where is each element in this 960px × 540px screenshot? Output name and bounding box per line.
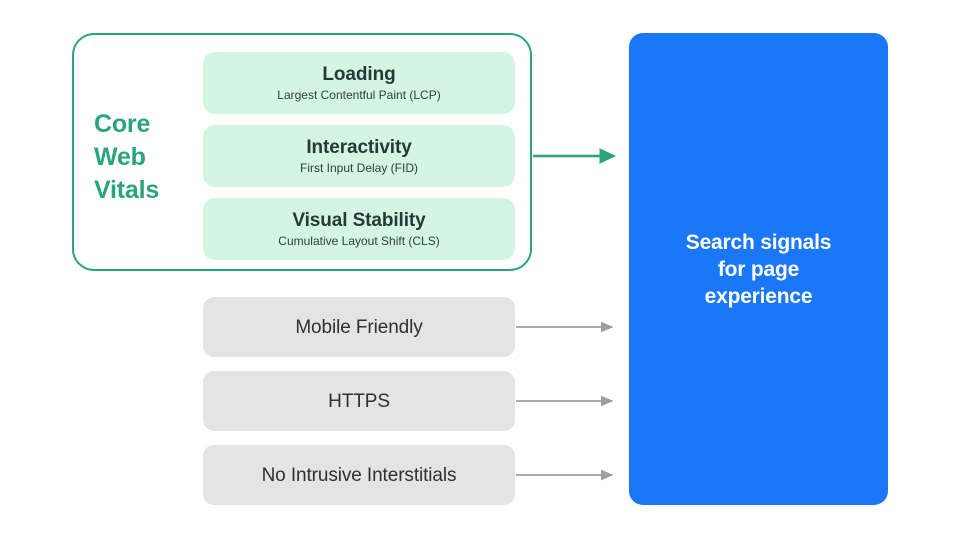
vital-subtitle: Largest Contentful Paint (LCP) — [277, 87, 441, 102]
vital-subtitle: First Input Delay (FID) — [299, 160, 419, 175]
signal-no-intrusive-interstitials[interactable]: No Intrusive Interstitials — [203, 445, 515, 505]
vital-subtitle: Cumulative Layout Shift (CLS) — [278, 233, 440, 248]
vital-card-visual-stability[interactable]: Visual Stability Cumulative Layout Shift… — [203, 198, 515, 260]
vital-card-interactivity[interactable]: Interactivity First Input Delay (FID) — [203, 125, 515, 187]
signal-mobile-friendly[interactable]: Mobile Friendly — [203, 297, 515, 357]
vital-title: Loading — [322, 63, 396, 85]
vital-title: Visual Stability — [292, 209, 426, 231]
vital-card-loading[interactable]: Loading Largest Contentful Paint (LCP) — [203, 52, 515, 114]
vital-title: Interactivity — [306, 136, 412, 158]
outcome-panel[interactable]: Search signals for page experience — [629, 33, 888, 505]
signal-https[interactable]: HTTPS — [203, 371, 515, 431]
core-web-vitals-group-label: Core Web Vitals — [94, 110, 160, 204]
outcome-panel-label: Search signals for page experience — [685, 230, 832, 308]
